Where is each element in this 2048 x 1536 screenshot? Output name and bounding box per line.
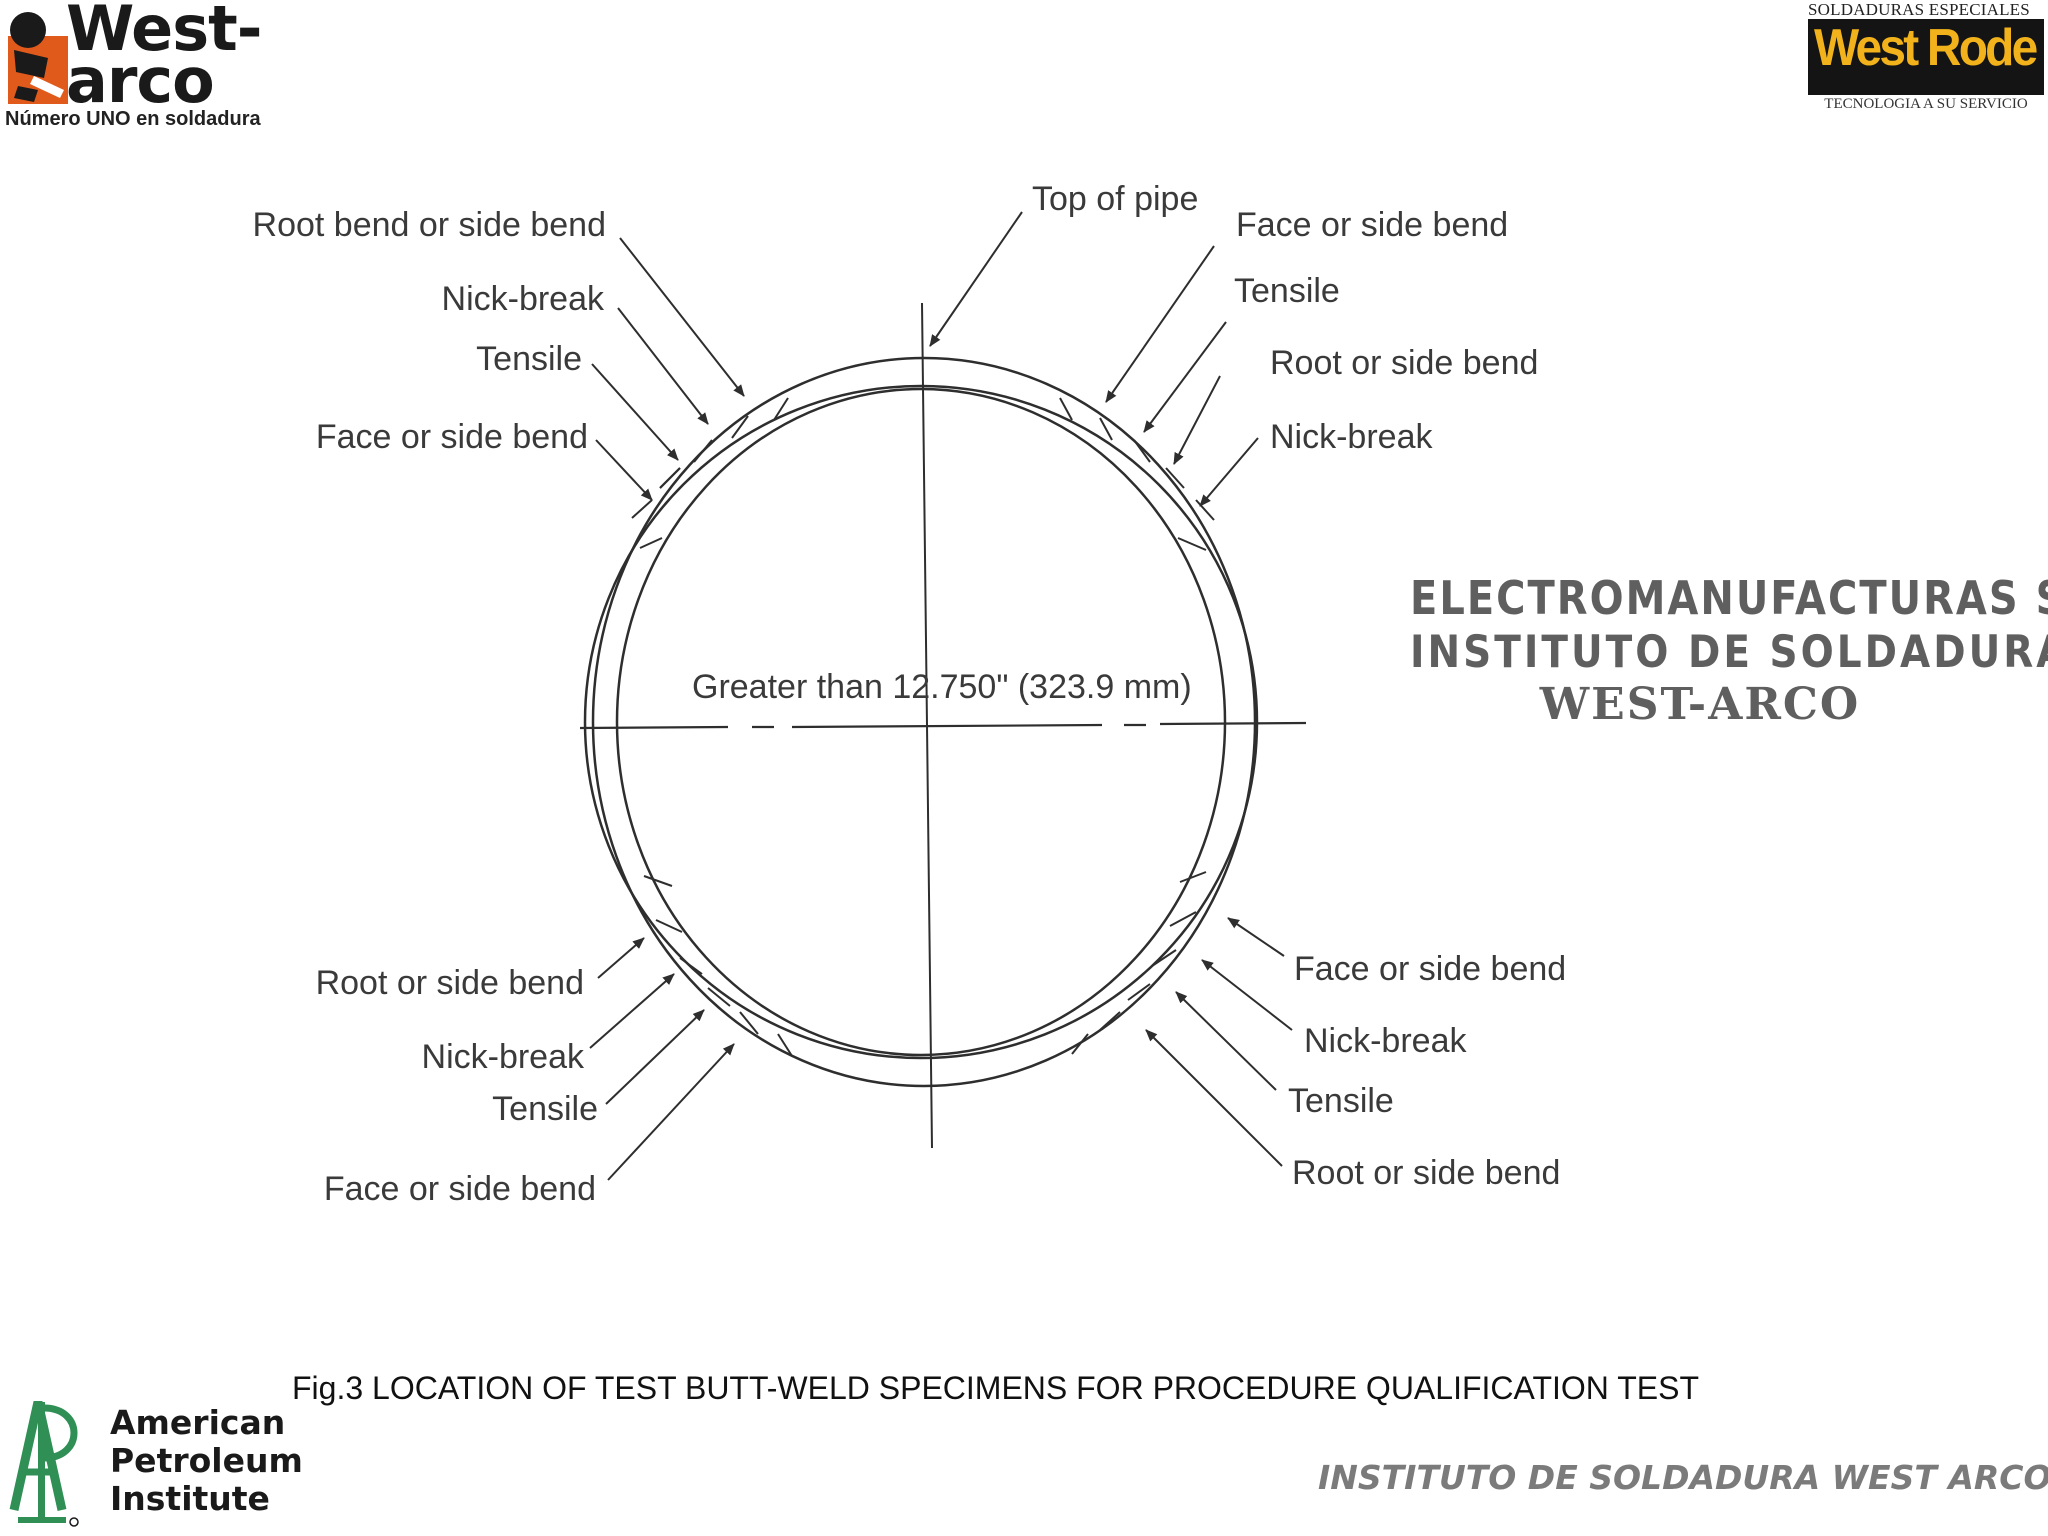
stamp-line1: ELECTROMANUFACTURAS S.A. xyxy=(1410,572,2048,626)
label-lower-right-4: Root or side bend xyxy=(1292,1154,1560,1192)
labels-upper-left: Root bend or side bend Nick-break Tensil… xyxy=(253,206,606,456)
arrow-top-of-pipe xyxy=(929,211,1023,347)
arrow-lower-left-2 xyxy=(589,973,675,1049)
westrode-wordmark: West Rode xyxy=(1814,19,2038,77)
arrow-upper-right-4 xyxy=(1199,437,1259,507)
stamp-line2: INSTITUTO DE SOLDADURA xyxy=(1410,626,2048,679)
institute-stamp: ELECTROMANUFACTURAS S.A. INSTITUTO DE SO… xyxy=(1410,572,2048,730)
welder-emblem-icon xyxy=(8,12,68,104)
arrow-upper-left-1 xyxy=(619,237,745,397)
arrow-upper-right-1 xyxy=(1105,245,1215,403)
westrode-logo-box xyxy=(1808,19,2044,95)
label-lower-left-1: Root or side bend xyxy=(316,964,584,1002)
arrow-lower-left-1 xyxy=(597,937,645,979)
pipe-inner-wall-line xyxy=(615,387,1227,1057)
label-lower-right-1: Face or side bend xyxy=(1294,950,1566,988)
specimen-slot-dividers xyxy=(631,397,1215,1057)
horizontal-center-line-right xyxy=(1159,721,1307,726)
api-line1: American xyxy=(110,1403,286,1442)
api-line2: Petroleum xyxy=(110,1441,303,1480)
api-line3: Institute xyxy=(110,1479,270,1518)
horizontal-center-line-middle xyxy=(791,723,1103,729)
westarco-tagline: Número UNO en soldadura xyxy=(5,108,261,130)
label-lower-right-3: Tensile xyxy=(1288,1082,1394,1120)
arrow-lower-left-4 xyxy=(607,1043,735,1181)
westarco-wordmark-line2: arco xyxy=(66,44,215,117)
stamp-line3: WEST-ARCO xyxy=(1539,679,1861,730)
figure-caption: Fig.3 LOCATION OF TEST BUTT-WELD SPECIME… xyxy=(292,1370,1699,1406)
arrow-upper-left-2 xyxy=(617,307,709,425)
westarco-logo: West- arco Número UNO en soldadura xyxy=(4,0,263,132)
arrow-lower-right-1 xyxy=(1227,917,1285,957)
label-upper-left-3: Tensile xyxy=(476,340,582,378)
api-wordmark: American Petroleum Institute xyxy=(110,1404,303,1518)
label-upper-left-2: Nick-break xyxy=(442,280,605,318)
label-lower-left-3: Tensile xyxy=(492,1090,598,1128)
westrode-subtitle: TECNOLOGIA A SU SERVICIO xyxy=(1824,96,2028,112)
label-diameter: Greater than 12.750" (323.9 mm) xyxy=(692,668,1192,706)
label-lower-left-4: Face or side bend xyxy=(324,1170,596,1208)
label-upper-right-3: Root or side bend xyxy=(1270,344,1538,382)
arrow-lower-left-3 xyxy=(605,1009,705,1105)
labels-upper-right: Face or side bend Tensile Root or side b… xyxy=(1234,206,1538,456)
labels-lower-right: Face or side bend Nick-break Tensile Roo… xyxy=(1288,950,1566,1192)
arrow-upper-left-3 xyxy=(591,363,679,461)
arrow-upper-right-3 xyxy=(1173,375,1221,465)
label-upper-left-1: Root bend or side bend xyxy=(253,206,606,244)
westrode-logo: SOLDADURAS ESPECIALES West Rode TECNOLOG… xyxy=(1806,0,2046,118)
label-upper-right-2: Tensile xyxy=(1234,272,1340,310)
arrow-upper-right-2 xyxy=(1143,321,1227,433)
arrow-lower-right-3 xyxy=(1175,991,1277,1091)
label-upper-right-1: Face or side bend xyxy=(1236,206,1508,244)
label-upper-right-4: Nick-break xyxy=(1270,418,1433,456)
label-top-of-pipe: Top of pipe xyxy=(1032,180,1198,218)
api-logo: American Petroleum Institute xyxy=(4,1392,303,1532)
footer-institute-name: INSTITUTO DE SOLDADURA WEST ARCO xyxy=(1318,1458,2048,1497)
label-upper-left-4: Face or side bend xyxy=(316,418,588,456)
arrow-lower-right-2 xyxy=(1201,959,1293,1031)
westrode-top-text: SOLDADURAS ESPECIALES xyxy=(1808,0,2030,19)
pipe-outer-wall xyxy=(583,384,1259,1060)
labels-lower-left: Root or side bend Nick-break Tensile Fac… xyxy=(316,964,598,1208)
label-lower-left-2: Nick-break xyxy=(422,1038,585,1076)
pipe-outer-wall-line xyxy=(591,356,1257,1088)
leader-arrows xyxy=(589,211,1293,1181)
pipe-inner-wall xyxy=(590,391,1252,1053)
westarco-wordmark-line1: West- xyxy=(66,0,263,65)
arrow-lower-right-4 xyxy=(1145,1029,1283,1167)
arrow-upper-left-4 xyxy=(595,439,653,501)
horizontal-center-line-left xyxy=(579,725,729,730)
label-lower-right-2: Nick-break xyxy=(1304,1022,1467,1060)
api-emblem-icon xyxy=(9,1401,79,1527)
